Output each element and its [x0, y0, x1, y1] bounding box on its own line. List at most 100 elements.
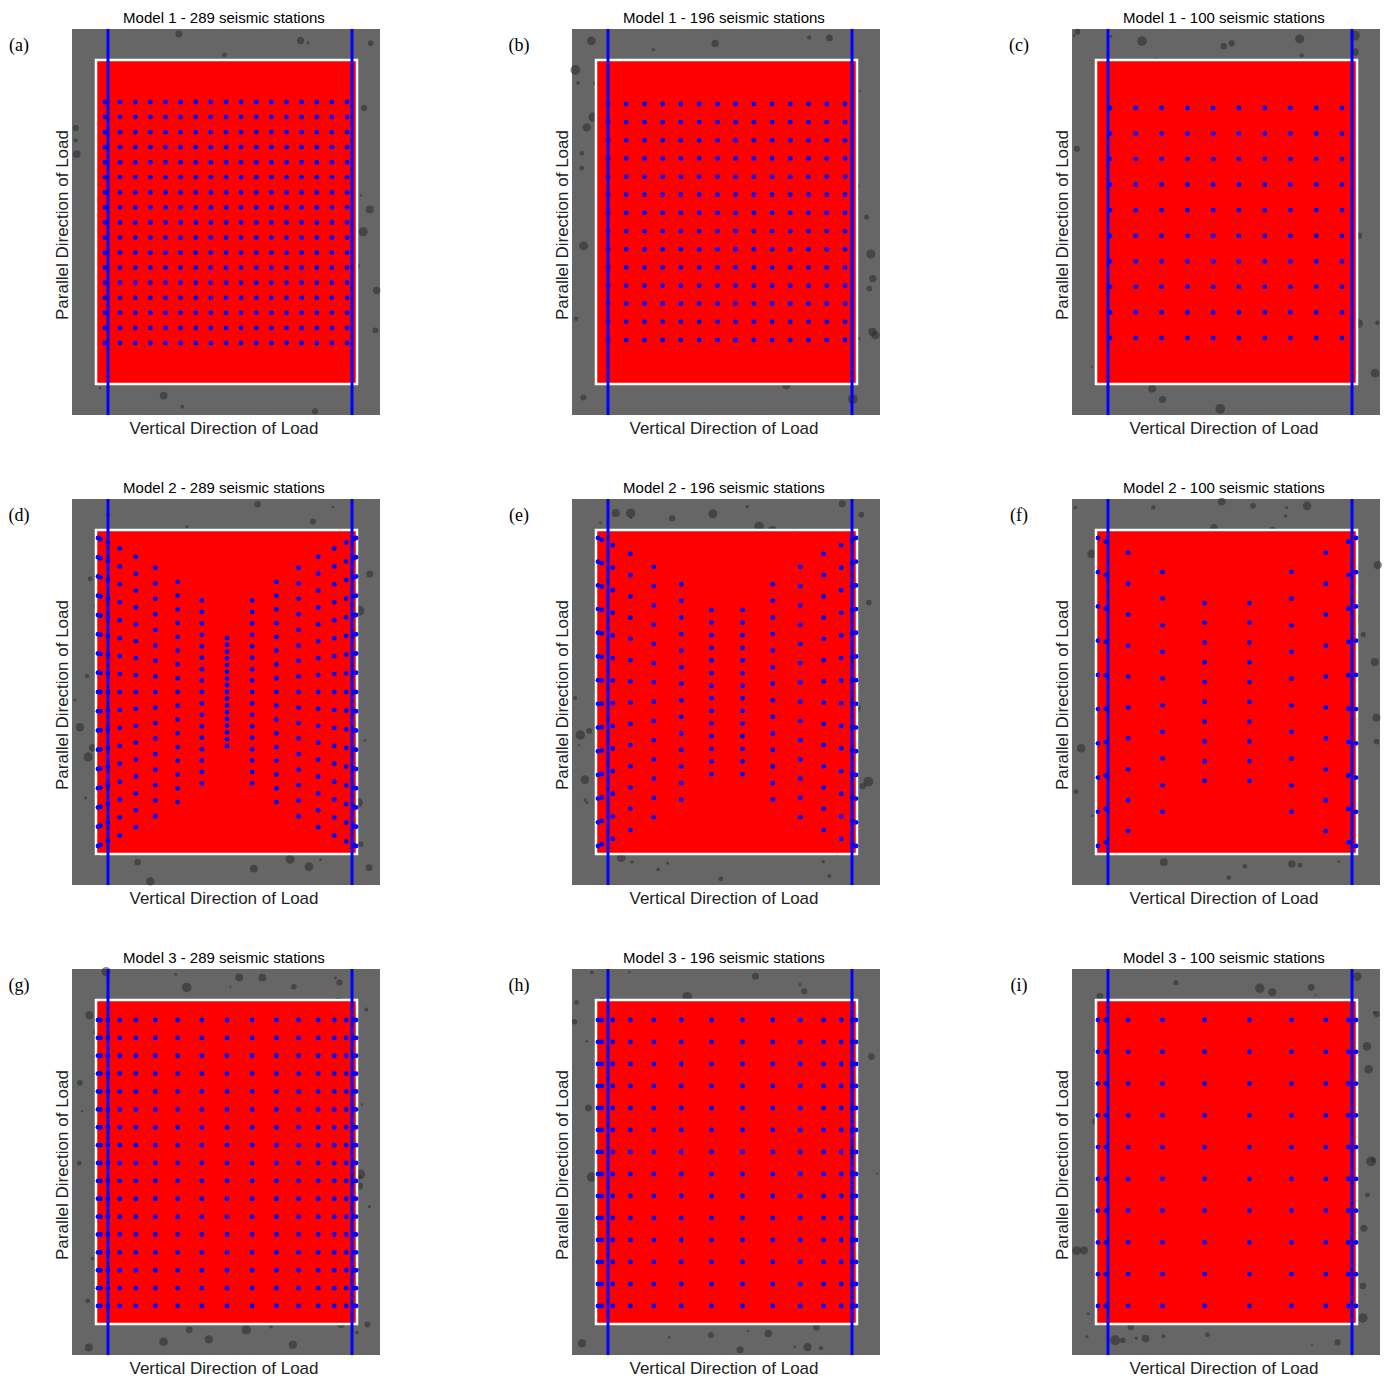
seismic-station: [314, 310, 319, 315]
seismic-station: [715, 192, 720, 197]
seismic-station: [1236, 131, 1241, 136]
seismic-station: [133, 1250, 138, 1255]
seismic-station: [208, 175, 213, 180]
seismic-station: [610, 633, 615, 638]
seismic-station: [299, 220, 304, 225]
seismic-station: [117, 546, 122, 551]
seismic-station: [314, 205, 319, 210]
speckle-dot: [77, 1080, 83, 1086]
seismic-station: [715, 156, 720, 161]
seismic-station: [105, 634, 110, 639]
seismic-station: [1211, 157, 1216, 162]
seismic-station: [1288, 208, 1293, 213]
seismic-station: [345, 175, 350, 180]
seismic-station: [175, 1178, 180, 1183]
seismic-station: [225, 710, 230, 715]
seismic-station: [250, 632, 255, 637]
seismic-station: [642, 301, 647, 306]
seismic-station: [98, 1268, 103, 1273]
seismic-station: [332, 815, 337, 820]
seismic-station: [175, 593, 180, 598]
seismic-station: [329, 280, 334, 285]
seismic-station: [1108, 131, 1113, 136]
seismic-station: [599, 654, 604, 659]
seismic-station: [1346, 740, 1351, 745]
seismic-station: [153, 643, 158, 648]
speckle-dot: [358, 841, 363, 846]
seismic-station: [117, 1089, 122, 1094]
speckle-dot: [1371, 369, 1380, 378]
seismic-station: [697, 102, 702, 107]
speckle-dot: [186, 1326, 193, 1333]
seismic-station: [250, 598, 255, 603]
seismic-station: [193, 326, 198, 331]
seismic-station: [770, 265, 775, 270]
speckle-dot: [1215, 404, 1225, 414]
seismic-station: [1108, 157, 1113, 162]
seismic-station: [103, 250, 108, 255]
seismic-station: [175, 607, 180, 612]
seismic-station: [105, 1143, 110, 1148]
seismic-station: [843, 247, 848, 252]
seismic-station: [824, 265, 829, 270]
seismic-station: [103, 190, 108, 195]
seismic-station: [133, 723, 138, 728]
seismic-station: [175, 1286, 180, 1291]
speckle-dot: [578, 744, 580, 746]
seismic-station: [1340, 310, 1345, 315]
seismic-station: [175, 579, 180, 584]
seismic-station: [770, 229, 775, 234]
seismic-station: [103, 130, 108, 135]
seismic-station: [345, 160, 350, 165]
seismic-station: [679, 338, 684, 343]
seismic-station: [1133, 233, 1138, 238]
seismic-station: [133, 1232, 138, 1237]
seismic-station: [239, 160, 244, 165]
seismic-station: [225, 1107, 230, 1112]
seismic-station: [660, 102, 665, 107]
seismic-station: [269, 326, 274, 331]
seismic-station: [679, 229, 684, 234]
speckle-dot: [866, 286, 872, 292]
seismic-station: [839, 701, 844, 706]
seismic-station: [345, 145, 350, 150]
seismic-station: [225, 1178, 230, 1183]
seismic-station: [98, 1107, 103, 1112]
seismic-station: [599, 772, 604, 777]
speckle-dot: [587, 37, 596, 46]
seismic-station: [642, 120, 647, 125]
seismic-station: [1159, 182, 1164, 187]
seismic-station: [316, 825, 321, 830]
seismic-station: [117, 1196, 122, 1201]
seismic-station: [193, 205, 198, 210]
study-area: [1096, 530, 1357, 854]
speckle-dot: [373, 287, 380, 294]
seismic-station: [98, 575, 103, 580]
seismic-station: [296, 565, 301, 570]
seismic-station: [254, 280, 259, 285]
seismic-station: [105, 1161, 110, 1166]
speckle-dot: [81, 1110, 83, 1112]
speckle-dot: [866, 600, 871, 605]
seismic-station: [153, 1286, 158, 1291]
seismic-station: [1096, 809, 1101, 814]
seismic-station: [316, 690, 321, 695]
seismic-station: [117, 1161, 122, 1166]
seismic-station: [103, 160, 108, 165]
seismic-station: [178, 235, 183, 240]
seismic-station: [697, 283, 702, 288]
seismic-station: [117, 1107, 122, 1112]
seismic-station: [642, 174, 647, 179]
seismic-station: [651, 796, 656, 801]
seismic-station: [274, 717, 279, 722]
seismic-station: [660, 319, 665, 324]
seismic-station: [345, 220, 350, 225]
stations: [103, 100, 350, 346]
seismic-station: [148, 190, 153, 195]
seismic-station: [133, 1018, 138, 1023]
seismic-station: [606, 247, 611, 252]
seismic-station: [770, 781, 775, 786]
seismic-station: [224, 220, 229, 225]
seismic-station: [133, 1071, 138, 1076]
seismic-station: [269, 175, 274, 180]
